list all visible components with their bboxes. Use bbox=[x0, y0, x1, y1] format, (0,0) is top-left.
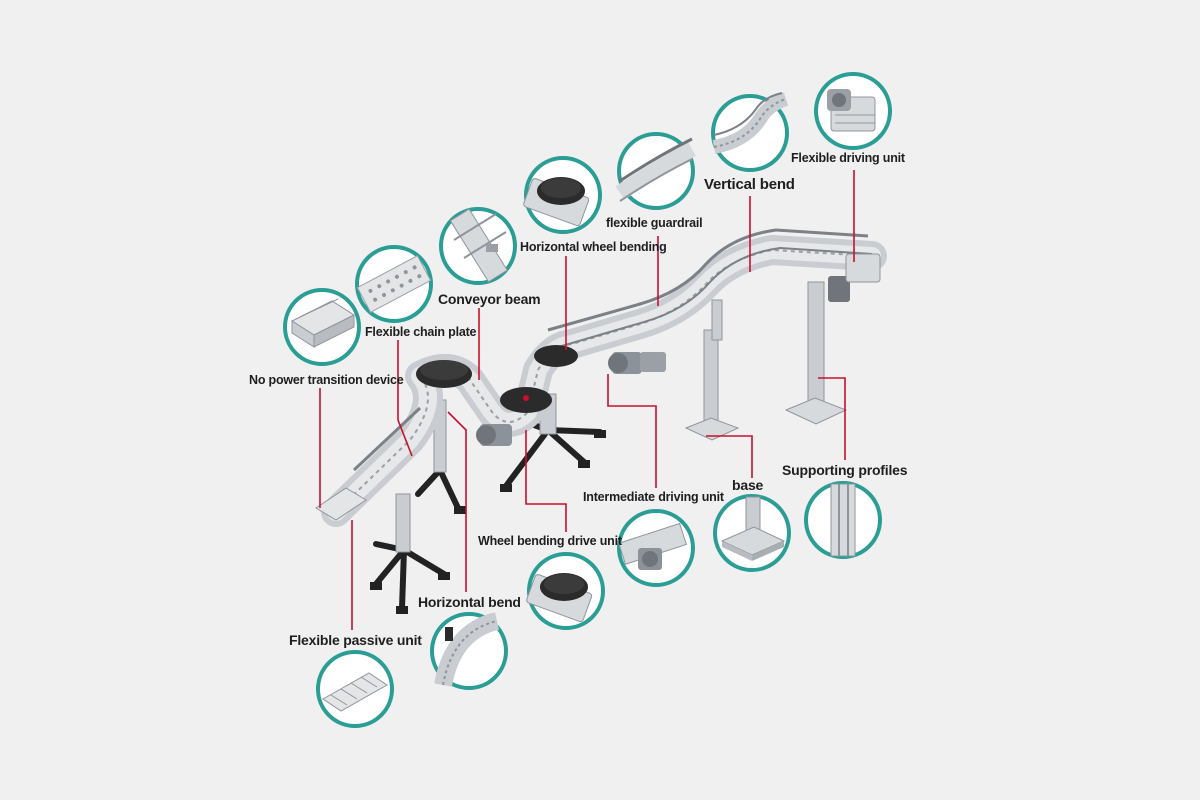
callout-supporting-profiles bbox=[804, 481, 882, 559]
leader-base bbox=[706, 435, 753, 478]
support-column-3 bbox=[711, 299, 723, 341]
label-flexible-passive-unit: Flexible passive unit bbox=[289, 632, 422, 648]
support-column-1 bbox=[684, 329, 740, 441]
guardrail-rail bbox=[352, 228, 869, 472]
callout-no-power-transition-device bbox=[283, 288, 361, 366]
callout-vertical-bend bbox=[713, 93, 787, 172]
label-supporting-profiles: Supporting profiles bbox=[782, 462, 908, 478]
leader-horizontal-bend bbox=[447, 411, 467, 592]
machine bbox=[315, 228, 887, 614]
tail-end-unit bbox=[315, 487, 367, 521]
support-column-2 bbox=[784, 281, 848, 425]
label-flexible-driving-unit: Flexible driving unit bbox=[791, 151, 905, 165]
leader-lines bbox=[319, 170, 855, 630]
callout-horizontal-wheel-bending bbox=[522, 156, 602, 234]
stand-middle bbox=[415, 467, 461, 511]
callout-flexible-passive-unit bbox=[316, 650, 394, 728]
leader-flexible-chain-plate bbox=[397, 340, 413, 457]
label-flexible-chain-plate: Flexible chain plate bbox=[365, 325, 477, 339]
leader-supporting-profiles bbox=[818, 377, 846, 460]
callout-intermediate-driving-unit bbox=[617, 509, 695, 587]
profile-icon bbox=[830, 483, 856, 557]
label-wheel-bending-drive-unit: Wheel bending drive unit bbox=[478, 534, 622, 548]
wheel-disc-right bbox=[534, 345, 578, 367]
callout-flexible-driving-unit bbox=[814, 72, 892, 150]
label-horizontal-bend: Horizontal bend bbox=[418, 594, 521, 610]
label-flexible-guardrail: flexible guardrail bbox=[606, 216, 703, 230]
callout-circles bbox=[283, 72, 892, 728]
callout-horizontal-bend bbox=[430, 612, 508, 688]
label-conveyor-beam: Conveyor beam bbox=[438, 291, 541, 307]
motor-wheel-drive bbox=[476, 424, 512, 446]
label-no-power-transition-device: No power transition device bbox=[249, 373, 404, 387]
callout-conveyor-beam bbox=[439, 207, 517, 285]
callout-wheel-bending-drive-unit bbox=[525, 552, 605, 630]
label-horizontal-wheel-bending: Horizontal wheel bending bbox=[520, 240, 667, 254]
callout-flexible-chain-plate bbox=[355, 245, 433, 323]
motor-intermediate bbox=[608, 352, 666, 374]
callout-base bbox=[713, 494, 791, 572]
leader-intermediate-driving-unit bbox=[607, 374, 657, 488]
label-vertical-bend: Vertical bend bbox=[704, 176, 795, 193]
callout-flexible-guardrail bbox=[619, 134, 693, 210]
label-intermediate-driving-unit: Intermediate driving unit bbox=[583, 490, 724, 504]
label-base: base bbox=[732, 477, 764, 493]
leader-wheel-bending-drive-unit bbox=[525, 430, 567, 532]
